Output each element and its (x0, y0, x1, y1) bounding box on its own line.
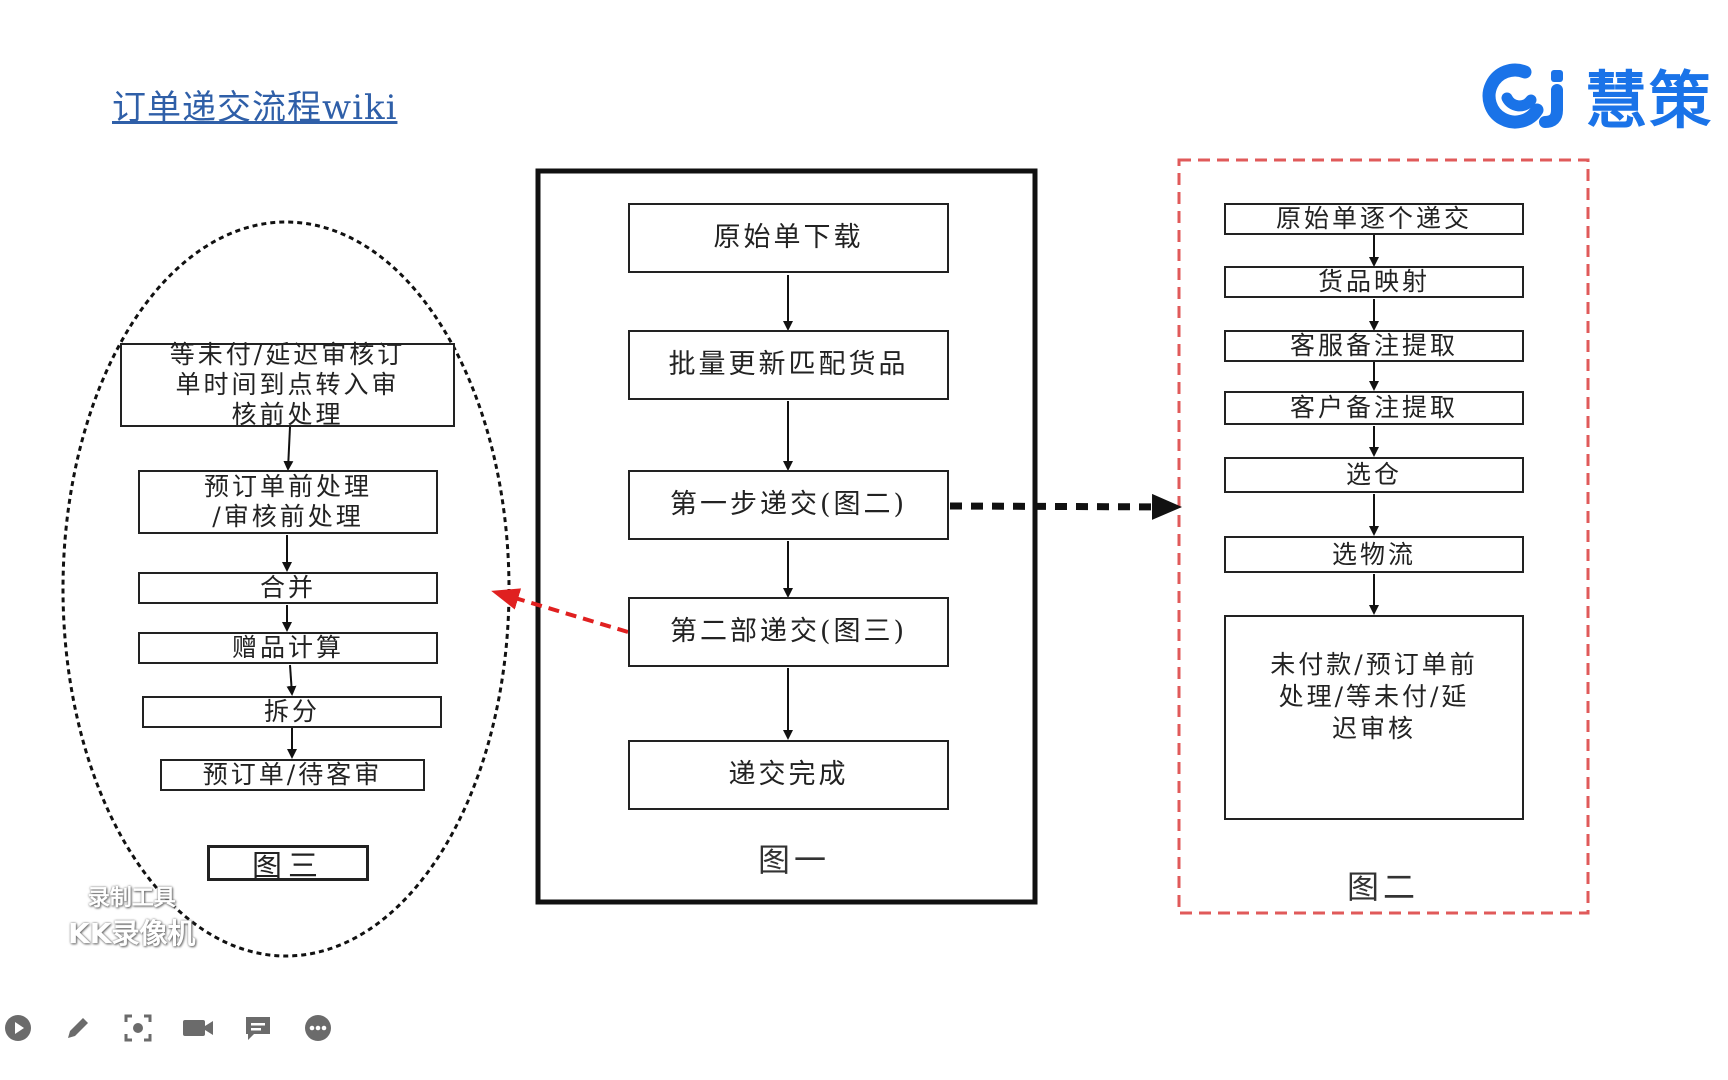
fig3-step-merge: 合并 (138, 572, 438, 604)
comment-icon[interactable] (240, 1010, 276, 1046)
figure3-label: 图三 (207, 845, 369, 884)
fig3-step-gift: 赠品计算 (138, 632, 438, 664)
fig3-step-wait-unpaid: 等未付/延迟审核订 单时间到点转入审 核前处理 (120, 340, 455, 429)
wiki-title-link[interactable]: 订单递交流程wiki (112, 88, 398, 128)
fig2-step-unpaid: 未付款/预订单前 处理/等未付/延 迟审核 (1224, 615, 1524, 820)
logo-mark-icon (1482, 63, 1563, 129)
fig2-step-warehouse: 选仓 (1224, 457, 1524, 493)
fig1-step-download: 原始单下载 (628, 203, 949, 273)
fig2-step-customer-note: 客户备注提取 (1224, 391, 1524, 425)
fig1-step-complete: 递交完成 (628, 740, 949, 810)
fig2-step-submit-each: 原始单逐个递交 (1224, 203, 1524, 235)
fig1-step-second-submit: 第二部递交(图三) (628, 597, 949, 667)
figure1-label: 图一 (758, 841, 831, 879)
bottom-toolbar (0, 1010, 336, 1046)
fig1-step-first-submit: 第一步递交(图二) (628, 470, 949, 540)
fig1-step-batch-update: 批量更新匹配货品 (628, 330, 949, 400)
figure1-frame (535, 168, 1038, 905)
fig3-step-preorder-review: 预订单/待客审 (160, 759, 425, 791)
fig2-step-service-note: 客服备注提取 (1224, 330, 1524, 362)
fig2-step-logistics: 选物流 (1224, 536, 1524, 573)
more-icon[interactable] (300, 1010, 336, 1046)
fig3-step-preorder: 预订单前处理 /审核前处理 (138, 470, 438, 534)
arrow-to-figure3 (491, 588, 629, 634)
recorder-watermark: 录制工具 KK录像机 (68, 886, 196, 950)
arrow-to-figure2 (949, 493, 1182, 520)
figure2-frame (1177, 158, 1590, 915)
screenshot-icon[interactable] (120, 1010, 156, 1046)
logo-text: 慧策 (1585, 64, 1714, 137)
play-icon[interactable] (0, 1010, 36, 1046)
company-logo: 慧策 (1475, 55, 1713, 137)
figure2-label: 图二 (1347, 868, 1420, 906)
camera-icon[interactable] (180, 1010, 216, 1046)
pen-icon[interactable] (60, 1010, 96, 1046)
fig2-step-goods-mapping: 货品映射 (1224, 266, 1524, 298)
fig3-step-split: 拆分 (142, 696, 442, 728)
